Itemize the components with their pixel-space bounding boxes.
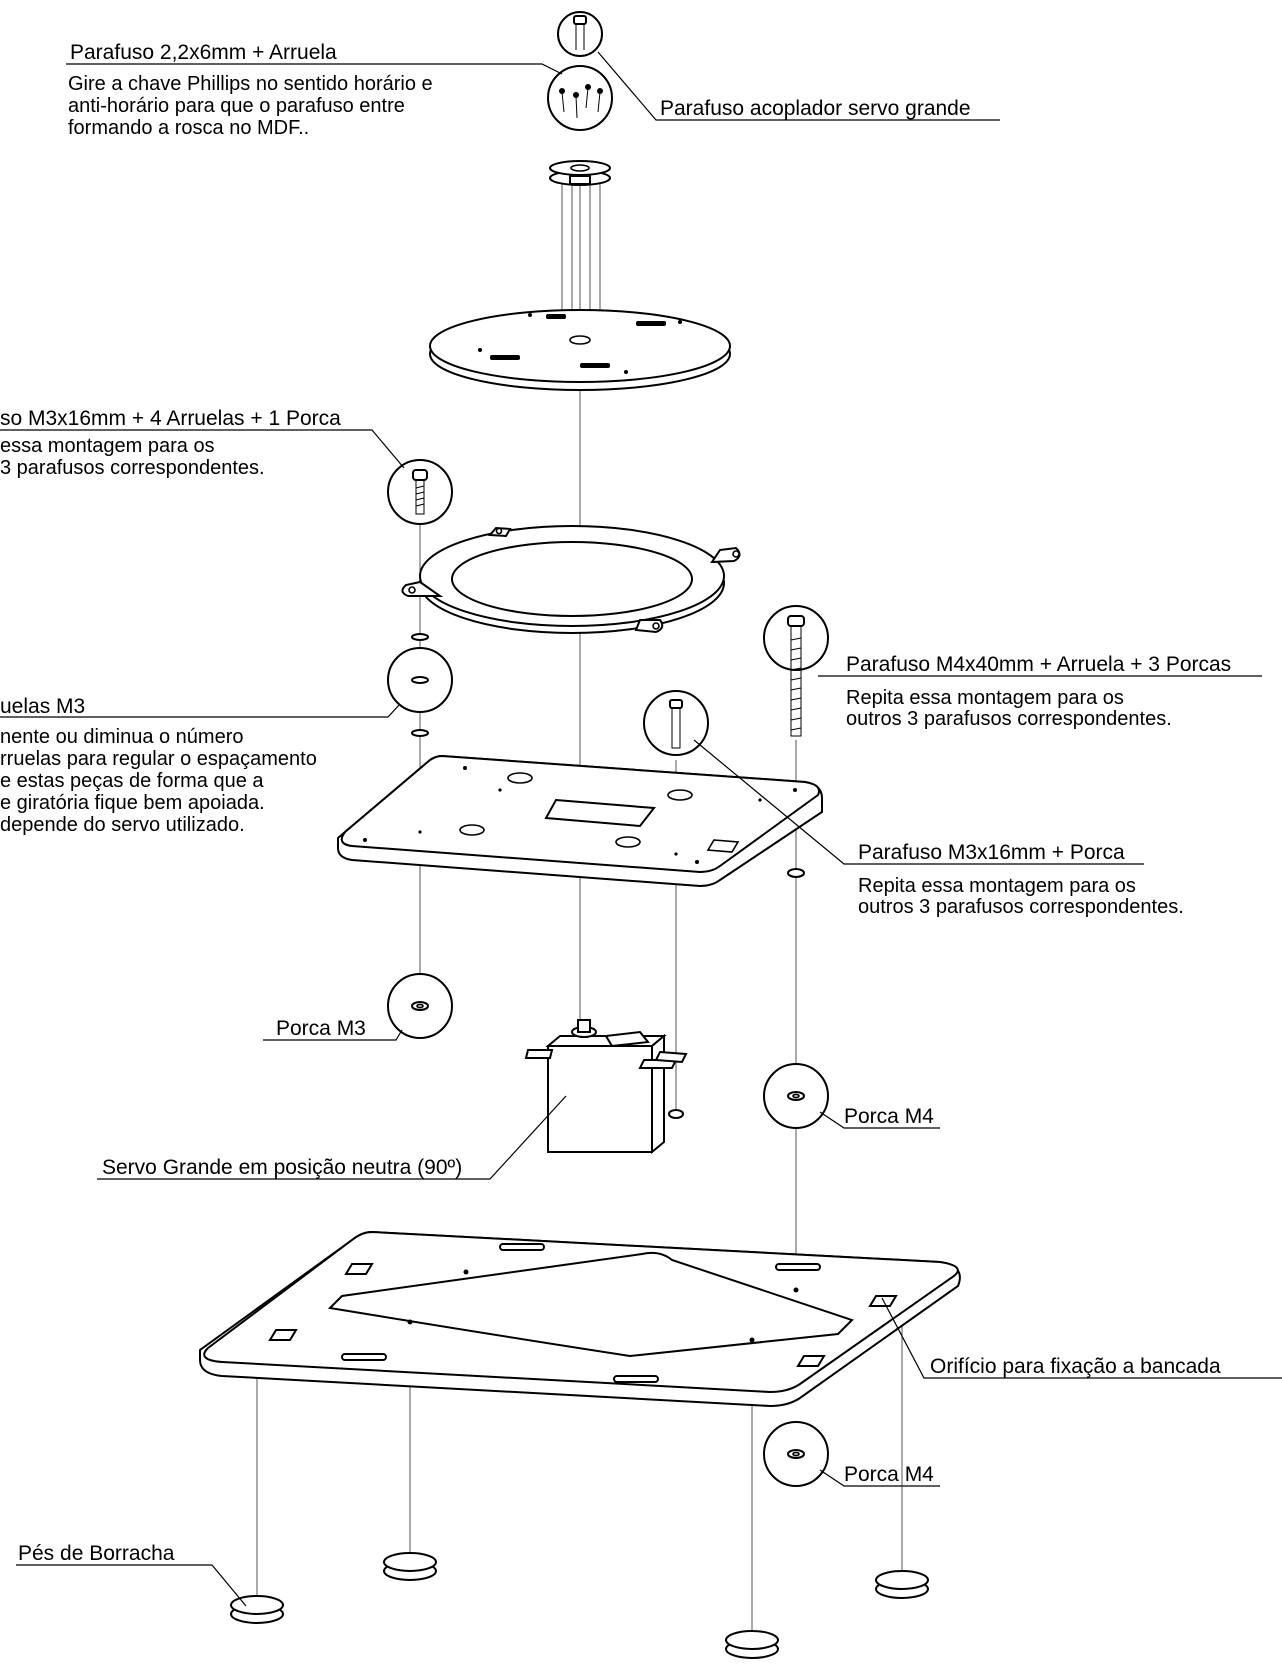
rotating-disc [429, 309, 731, 391]
label-title: Parafuso acoplador servo grande [660, 97, 971, 120]
label-line: Repita essa montagem para os [846, 687, 1124, 709]
m3-nut-callout [387, 973, 453, 1039]
assembly-axis-lines [256, 180, 903, 1640]
label-screw-m3x16-nut: Parafuso M3x16mm + Porca Repita essa mon… [858, 841, 1184, 918]
label-title: Porca M3 [276, 1017, 366, 1040]
small-screws-callout [547, 65, 613, 131]
rubber-foot [725, 1630, 779, 1659]
m4-nut-upper [787, 868, 805, 878]
label-title: Porca M4 [844, 1463, 934, 1486]
label-nut-m3: Porca M3 [276, 1017, 366, 1040]
label-title: uelas M3 [0, 695, 85, 718]
label-title: Porca M4 [844, 1105, 934, 1128]
label-servo: Servo Grande em posição neutra (90º) [102, 1156, 462, 1179]
servo-motor [524, 1019, 688, 1155]
label-line: depende do servo utilizado. [0, 814, 245, 836]
bottom-base-plate [199, 1230, 961, 1408]
coupler-screw-callout [557, 11, 603, 57]
label-line: Gire a chave Phillips no sentido horário… [68, 73, 433, 95]
middle-base-plate [337, 754, 824, 888]
label-title: Parafuso 2,2x6mm + Arruela [70, 41, 337, 64]
rubber-foot [230, 1595, 284, 1624]
label-line: e giratória fique bem apoiada. [0, 792, 265, 814]
label-bench-hole: Orifício para fixação a bancada [930, 1355, 1221, 1378]
m4-nut-callout-a [763, 1063, 829, 1129]
coupler-washer [549, 160, 611, 186]
rubber-foot [383, 1552, 437, 1581]
label-line: e estas peças de forma que a [0, 770, 264, 792]
label-line: formando a rosca no MDF.. [68, 117, 309, 139]
ring-plate [401, 525, 741, 634]
label-rubber-feet: Pés de Borracha [18, 1542, 175, 1565]
label-line: outros 3 parafusos correspondentes. [858, 896, 1184, 918]
label-line: essa montagem para os [0, 435, 215, 457]
m4x40-screw-callout [763, 605, 829, 737]
label-nut-m4-b: Porca M4 [844, 1463, 934, 1486]
m3-washers [387, 633, 453, 737]
label-line: outros 3 parafusos correspondentes. [846, 708, 1172, 730]
m4-nut-callout-b [763, 1421, 829, 1487]
label-title: so M3x16mm + 4 Arruelas + 1 Porca [0, 407, 341, 430]
label-line: nente ou diminua o número [0, 726, 244, 748]
label-title: Parafuso M4x40mm + Arruela + 3 Porcas [846, 653, 1231, 676]
label-nut-m4-a: Porca M4 [844, 1105, 934, 1128]
label-title: Pés de Borracha [18, 1542, 175, 1565]
label-title: Servo Grande em posição neutra (90º) [102, 1156, 462, 1179]
label-line: 3 parafusos correspondentes. [0, 457, 265, 479]
label-line: Repita essa montagem para os [858, 875, 1136, 897]
label-screw-m3x16-washers: so M3x16mm + 4 Arruelas + 1 Porca essa m… [0, 407, 341, 479]
m3x16-screw-callout [387, 459, 453, 525]
leader-lines [0, 51, 1282, 1607]
m3-small-nut [668, 1109, 684, 1119]
label-line: anti-horário para que o parafuso entre [68, 95, 405, 117]
rubber-foot [875, 1570, 929, 1599]
m3x16-nut-screw-callout [643, 690, 709, 756]
label-screw-m4x40: Parafuso M4x40mm + Arruela + 3 Porcas Re… [846, 653, 1231, 730]
label-title: Parafuso M3x16mm + Porca [858, 841, 1125, 864]
label-title: Orifício para fixação a bancada [930, 1355, 1221, 1378]
label-coupler-screw: Parafuso acoplador servo grande [660, 97, 971, 120]
label-line: rruelas para regular o espaçamento [0, 748, 317, 770]
label-screw-22x6: Parafuso 2,2x6mm + Arruela Gire a chave … [68, 41, 433, 139]
label-washers-m3: uelas M3 nente ou diminua o número rruel… [0, 695, 317, 836]
